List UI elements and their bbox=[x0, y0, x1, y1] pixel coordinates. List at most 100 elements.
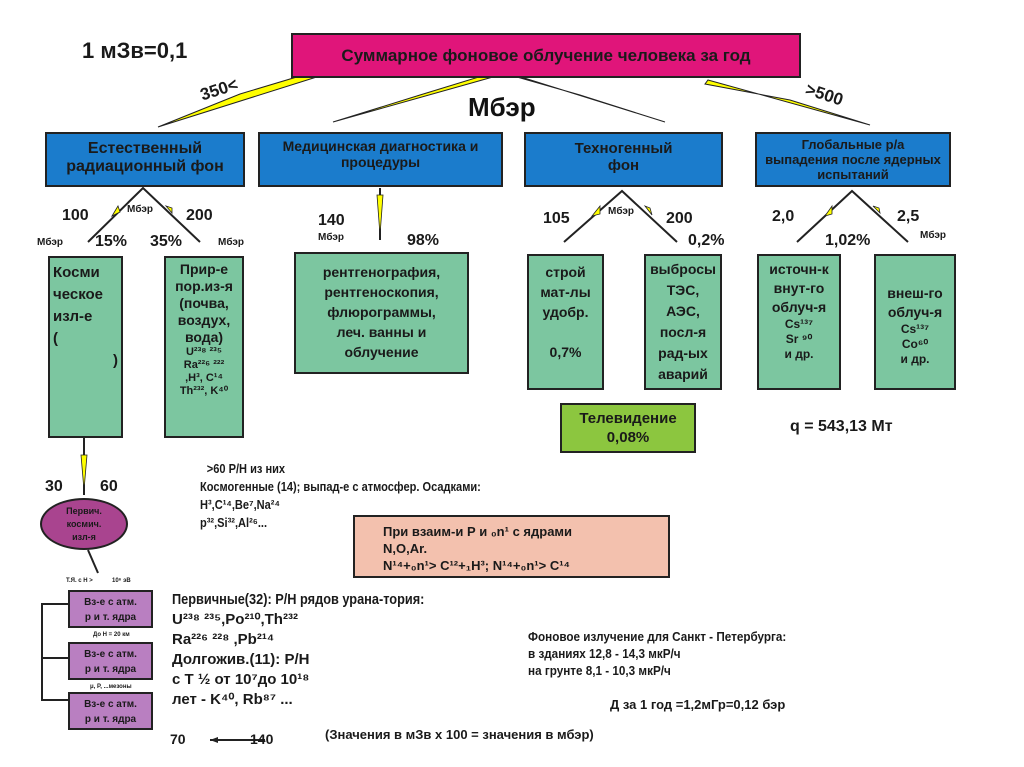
root-unit: Мбэр bbox=[468, 92, 536, 122]
text-line: Cs¹³⁷ bbox=[784, 317, 814, 331]
text-line: изл-я bbox=[72, 532, 96, 542]
text-line: Th²³², K⁴⁰ bbox=[179, 385, 229, 397]
chain-label-mesons: μ, P, ...мезоны bbox=[90, 684, 132, 690]
text-line: флюрограммы, bbox=[327, 304, 436, 320]
text-line: Космогенные (14); выпад-е с атмосфер. Ос… bbox=[200, 479, 481, 494]
category-tech-title: Техногенный фон bbox=[574, 140, 673, 174]
text-line: внеш-го bbox=[887, 285, 943, 301]
text-line: Ra²²⁶ ²²² bbox=[183, 359, 225, 371]
line-ellipse-chain bbox=[87, 549, 99, 574]
text-line: аварий bbox=[658, 366, 708, 382]
natural-mid-unit: Мбэр bbox=[127, 204, 154, 215]
text-line: Прир-е bbox=[179, 261, 229, 277]
chain-label-height: До Н = 20 км bbox=[93, 632, 130, 638]
footnote: (Значения в мЗв х 100 = значения в мбэр) bbox=[325, 727, 594, 742]
chain-box-1: Вз-е с атм.р и т. ядра bbox=[68, 590, 153, 628]
text-line: Телевидение bbox=[579, 410, 677, 427]
category-tech: Техногенный фон bbox=[524, 132, 723, 187]
text-line: ТЭС, bbox=[666, 282, 700, 298]
text-line: посл-я bbox=[659, 324, 707, 340]
text-line: Cs¹³⁷ bbox=[900, 322, 930, 336]
text-line: облуч-я bbox=[771, 299, 827, 315]
text-line: леч. ванны и bbox=[336, 324, 427, 340]
text-line: (почва, bbox=[179, 295, 229, 311]
text-line: U²³⁸ ²³⁵,Po²¹⁰,Th²³² bbox=[172, 611, 298, 628]
text-line: воздух, bbox=[177, 312, 231, 328]
natural-right-pct: 35% bbox=[150, 233, 183, 250]
medical-unit: Мбэр bbox=[318, 232, 345, 243]
text-line: Ra²²⁶ ²²⁸ ,Pb²¹⁴ bbox=[172, 631, 275, 648]
category-natural-title: Естественный радиационный фон bbox=[66, 140, 224, 175]
text-line: р и т. ядра bbox=[84, 714, 137, 725]
global-left-value: 2,0 bbox=[772, 208, 795, 225]
text-line: ( bbox=[53, 330, 58, 347]
text-line: с Т ½ от 10⁷до 10¹⁸ bbox=[172, 671, 310, 688]
text-line: При взаим-и Р и ₀n¹ с ядрами bbox=[383, 524, 573, 539]
leaf-medical: рентгенография, рентгеноскопия, флюрограмм… bbox=[294, 252, 469, 374]
text-line: вода) bbox=[184, 329, 224, 345]
category-global-title: Глобальные р/а выпадения после ядерных и… bbox=[765, 137, 941, 182]
text-line: изл-е bbox=[53, 308, 93, 325]
spb-text: Фоновое излучение для Санкт - Петербурга… bbox=[528, 628, 786, 679]
text-line: и др. bbox=[784, 347, 814, 361]
text-line: и др. bbox=[900, 352, 930, 366]
category-natural: Естественный радиационный фон bbox=[45, 132, 245, 187]
text-line: облуч-я bbox=[887, 304, 943, 320]
text-line: ,H³, C¹⁴ bbox=[185, 372, 223, 384]
chain-label-ev: 10⁶ эВ bbox=[112, 578, 131, 584]
leaf-building: строй мат-лы удобр. 0,7% bbox=[527, 254, 604, 390]
text-line: p³²,Si³²,Al²⁶... bbox=[200, 515, 268, 530]
text-line: 0,7% bbox=[549, 344, 582, 360]
category-global: Глобальные р/а выпадения после ядерных и… bbox=[755, 132, 951, 187]
text-line: Долгожив.(11): Р/Н bbox=[172, 651, 310, 668]
text-line: ческое bbox=[53, 286, 104, 303]
text-line: 0,08% bbox=[606, 429, 650, 446]
arrow-root-to-natural bbox=[157, 69, 324, 128]
text-line: в зданиях 12,8 - 14,3 мкР/ч bbox=[528, 646, 681, 661]
global-unit: Мбэр bbox=[920, 230, 947, 241]
natural-right-unit: Мбэр bbox=[218, 237, 245, 248]
text-line: Вз-е с атм. bbox=[84, 597, 137, 608]
text-line: Вз-е с атм. bbox=[84, 699, 137, 710]
chain-box-3: Вз-е с атм. р и т. ядра bbox=[68, 692, 153, 730]
leaf-tv: Телевидение 0,08% bbox=[560, 403, 696, 453]
text-line: выбросы bbox=[650, 261, 716, 277]
tech-left-value: 105 bbox=[543, 210, 570, 227]
text-line: космич. bbox=[66, 519, 102, 529]
text-line: лет - K⁴⁰, Rb⁸⁷ ... bbox=[172, 691, 293, 708]
spb-dose: Д за 1 год =1,2мГр=0,12 бэр bbox=[610, 697, 786, 712]
chain-bracket bbox=[41, 603, 68, 701]
text-line: >60 Р/Н из них bbox=[206, 461, 286, 476]
text-line: Фоновое излучение для Санкт - Петербурга… bbox=[528, 629, 787, 644]
text-line: пор.из-я bbox=[175, 278, 233, 294]
primary-cosmic-ellipse: Первич.космич.изл-я bbox=[40, 498, 128, 550]
text-line: Вз-е с атм. bbox=[84, 649, 137, 660]
natural-left-value: 100 bbox=[62, 207, 89, 224]
text-line: U²³⁸ ²³⁵ bbox=[185, 346, 223, 358]
category-medical: Медицинская диагностика и процедуры bbox=[258, 132, 503, 187]
medical-pct: 98% bbox=[407, 232, 440, 249]
text-line: удобр. bbox=[542, 304, 589, 320]
tech-mid-unit: Мбэр bbox=[608, 206, 635, 217]
cosmic-right-value: 60 bbox=[100, 478, 118, 495]
text-line: рентгенография, bbox=[322, 264, 441, 280]
primary-text: Первичные(32): Р/Н рядов урана-тория: U²… bbox=[172, 590, 469, 710]
text-line: рентгеноскопия, bbox=[324, 284, 439, 300]
unit-note: 1 мЗв=0,1 bbox=[82, 38, 188, 63]
text-line: N¹⁴+₀n¹> C¹²+₁H³; N¹⁴+₀n¹> C¹⁴ bbox=[383, 558, 570, 573]
text-line: мат-лы bbox=[540, 284, 591, 300]
text-line: H³,C¹⁴,Be⁷,Na²⁴ bbox=[200, 497, 280, 512]
text-line: строй bbox=[545, 264, 586, 280]
text-line: источн-к bbox=[769, 261, 829, 277]
global-right-value: 2,5 bbox=[897, 208, 920, 225]
yield-note: q = 543,13 Мт bbox=[790, 418, 893, 435]
root-title: Суммарное фоновое облучение человека за … bbox=[341, 46, 751, 65]
text-line: р и т. ядра bbox=[84, 664, 137, 675]
branch-tech bbox=[563, 189, 678, 243]
